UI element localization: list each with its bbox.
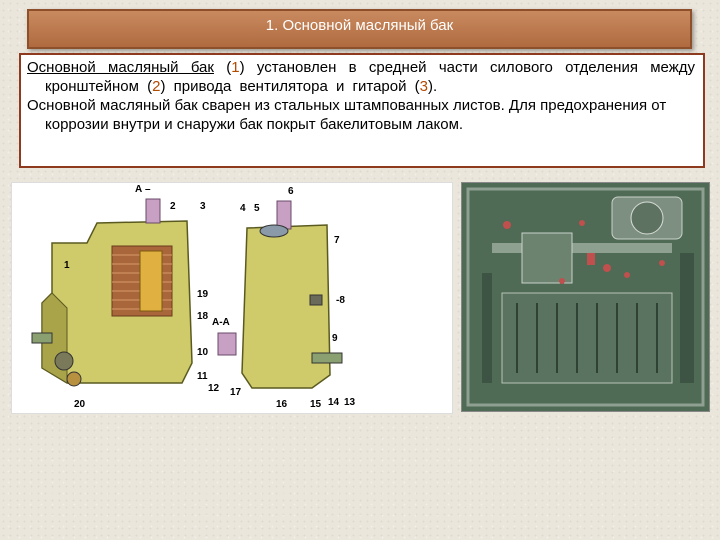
oil-tank-diagram: А – А-А 1 2 3 4 5 6 7 -8 9 10 11 12 13 1…: [12, 183, 452, 413]
label-5: 5: [254, 203, 260, 214]
pipe-run: [492, 243, 672, 253]
slide-title: 1. Основной масляный бак: [27, 9, 692, 49]
label-2: 2: [170, 201, 176, 212]
label-11: 11: [197, 371, 208, 382]
pipe-left: [31, 332, 53, 344]
filler-cap: [145, 198, 161, 224]
label-9: 9: [332, 333, 338, 344]
label-4: 4: [240, 203, 246, 214]
label-18: 18: [197, 311, 209, 322]
label-17: 17: [230, 387, 242, 398]
label-13: 13: [344, 397, 356, 408]
label-16: 16: [276, 399, 288, 410]
text-fragment: ).: [427, 78, 438, 95]
ref-number-2: 2: [152, 78, 161, 95]
drain-valve: [66, 371, 82, 387]
pipe-right: [311, 352, 343, 364]
tank-name-underlined: Основной масляный бак: [27, 59, 214, 76]
fitting-top: [259, 224, 289, 238]
label-14: 14: [328, 397, 340, 408]
text-fragment: (: [213, 59, 232, 76]
ref-number-3: 3: [419, 78, 428, 95]
label-8: -8: [336, 295, 345, 306]
label-3: 3: [200, 201, 206, 212]
description-box: Основной масляный бак (1) установлен в с…: [19, 53, 705, 168]
engine-compartment-photo: [462, 183, 709, 411]
filter-element: [139, 250, 163, 312]
label-10: 10: [197, 347, 209, 358]
label-19: 19: [197, 289, 209, 300]
paragraph-construction: Основной масляный бак сварен из стальных…: [27, 97, 667, 133]
label-12: 12: [208, 383, 220, 394]
ref-number-1: 1: [231, 59, 240, 76]
label-20: 20: [74, 399, 86, 410]
paragraph-location: Основной масляный бак (1) установлен в с…: [27, 58, 695, 96]
breather: [276, 200, 292, 230]
text-fragment: ) привода вентилятора и гитарой (: [160, 78, 420, 95]
section-label-a: А –: [135, 184, 151, 195]
valve-body: [217, 332, 237, 356]
section-label-aa: А-А: [212, 317, 230, 328]
label-15: 15: [310, 399, 322, 410]
tank-right-body: [241, 224, 331, 389]
text-fragment: ) установлен в средней части силового от…: [45, 59, 696, 95]
sensor: [309, 294, 323, 306]
label-6: 6: [288, 186, 294, 197]
engine-block: [501, 292, 673, 384]
pump-left: [54, 351, 74, 371]
oil-tank-photo: [521, 232, 573, 284]
label-7: 7: [334, 235, 340, 246]
label-1: 1: [64, 260, 70, 271]
